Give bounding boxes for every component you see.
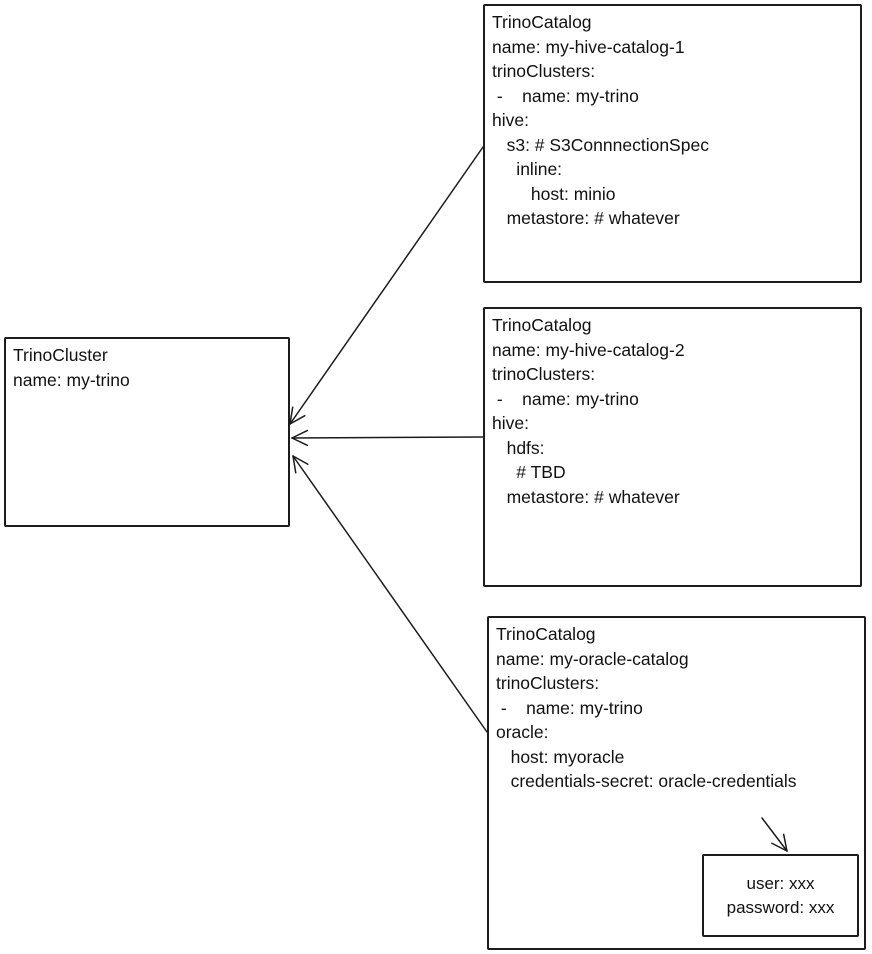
text-line: trinoClusters: <box>496 673 600 693</box>
text-line: trinoClusters: <box>492 61 596 81</box>
text-line: user: xxx <box>746 873 815 893</box>
text-line: - name: my-trino <box>492 85 639 106</box>
text-line: TrinoCatalog <box>492 315 592 335</box>
text-line: name: my-hive-catalog-1 <box>492 36 685 57</box>
text-line: hive: <box>492 413 529 433</box>
trino-cluster-box: TrinoCluster name: my-trino <box>4 337 290 527</box>
text-line: - name: my-trino <box>496 697 643 718</box>
trino-catalog-box-hive-1: TrinoCatalog name: my-hive-catalog-1 trino… <box>483 4 862 283</box>
text-line: TrinoCatalog <box>496 624 596 644</box>
text-line: inline: <box>492 159 563 179</box>
text-line: - name: my-trino <box>492 388 639 409</box>
trino-catalog-box-oracle: TrinoCatalog name: my-oracle-catalog trino… <box>487 616 866 950</box>
text-line: trinoClusters: <box>492 364 596 384</box>
text-line: TrinoCatalog <box>492 12 592 32</box>
text-line: hive: <box>492 110 529 130</box>
text-line: oracle: <box>496 722 549 742</box>
text-line: name: my-hive-catalog-2 <box>492 339 685 360</box>
trino-catalog-box-hive-2: TrinoCatalog name: my-hive-catalog-2 trino… <box>483 307 862 587</box>
text-line: metastore: # whatever <box>492 486 680 507</box>
arrow-catalog-2-to-cluster <box>291 429 484 447</box>
text-line: s3: # S3ConnnectionSpec <box>492 134 709 155</box>
text-line: name: my-oracle-catalog <box>496 648 689 669</box>
text-line: TrinoCluster <box>13 345 108 365</box>
text-line: hdfs: <box>492 437 545 458</box>
text-line: password: xxx <box>726 897 835 917</box>
text-line: host: minio <box>492 183 616 204</box>
text-line: # TBD <box>492 462 566 482</box>
oracle-credentials-secret-box: user: xxx password: xxx <box>702 854 859 937</box>
text-line: credentials-secret: oracle-credentials <box>496 771 797 791</box>
arrow-catalog-3-to-cluster <box>292 455 488 733</box>
arrow-catalog-1-to-cluster <box>289 146 484 425</box>
text-line: host: myoracle <box>496 746 625 767</box>
text-line: name: my-trino <box>13 369 130 390</box>
text-line: metastore: # whatever <box>492 208 680 228</box>
